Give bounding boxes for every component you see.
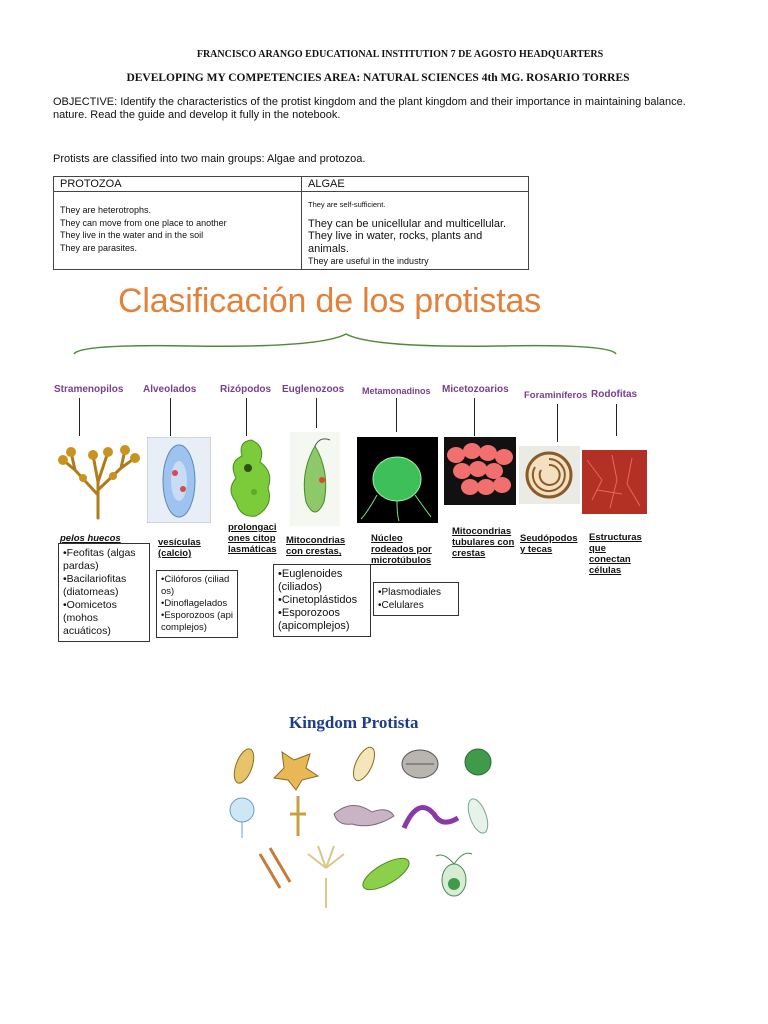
algae-item: They can be unicellular and multicellula… — [308, 217, 507, 230]
box-alveolados: •Cilóforos (ciliados) •Dinoflagelados •E… — [156, 570, 238, 638]
brown-algae-image — [58, 445, 140, 520]
caption-rodofitas: Estructuras que conectan células — [589, 532, 642, 576]
box-item: •Esporozoos (apicomplejos) — [161, 610, 233, 633]
connector-line — [316, 398, 317, 428]
objective-text: OBJECTIVE: Identify the characteristics … — [53, 96, 686, 121]
algae-item: They are self-sufficient. — [308, 200, 386, 209]
group-alveolados: Alveolados — [143, 384, 197, 395]
caption-micetozoarios: Mitocondrias tubulares con crestas — [452, 526, 515, 559]
group-micetozoarios: Micetozoarios — [442, 384, 509, 395]
caption-stramenopilos: pelos huecos — [60, 533, 121, 544]
protist-groups-table: PROTOZOA ALGAE They are heterotrophs. Th… — [53, 176, 529, 270]
caption-metamonadinos: Núcleo rodeados por microtúbulos — [371, 533, 432, 566]
box-euglenozoos: •Euglenoides (ciliados) •Cinetoplástidos… — [273, 564, 371, 637]
connector-line — [396, 398, 397, 432]
connector-line — [170, 398, 171, 436]
group-rizopodos: Rizópodos — [220, 384, 272, 395]
protist-illustrations — [229, 746, 492, 908]
box-item: •Euglenoides (ciliados) — [278, 568, 343, 593]
intro-text: Protists are classified into two main gr… — [53, 153, 366, 165]
caption-foraminiferos: Seudópodos y tecas — [520, 533, 578, 555]
red-algae-image — [582, 450, 647, 514]
connector-line — [246, 398, 247, 436]
group-foraminiferos: Foraminíferos — [524, 390, 588, 401]
caption-alveolados: vesículas (calcio) — [158, 537, 201, 559]
alveolate-image — [147, 437, 211, 523]
box-item: •Cilóforos (ciliados) — [161, 574, 230, 597]
box-item: •Plasmodiales — [378, 587, 441, 598]
group-metamonadinos: Metamonadinos — [362, 386, 431, 396]
protozoa-item: They can move from one place to another — [60, 217, 227, 228]
box-micetozoarios: •Plasmodiales •Celulares — [373, 582, 459, 616]
kingdom-protista-title: Kingdom Protista — [289, 713, 419, 732]
header-protozoa: PROTOZOA — [53, 176, 302, 192]
metamonad-image — [357, 437, 438, 523]
foraminifera-image — [519, 446, 580, 504]
curly-brace — [73, 333, 617, 355]
box-item: •Celulares — [378, 600, 424, 611]
algae-item: They are useful in the industry — [308, 256, 429, 266]
caption-euglenozoos: Mitocondrias con crestas, — [286, 535, 346, 557]
connector-line — [616, 404, 617, 436]
box-item: •Esporozoos (apicomplejos) — [278, 607, 350, 632]
group-stramenopilos: Stramenopilos — [54, 384, 124, 395]
rhizopod-image — [230, 439, 271, 517]
connector-line — [79, 398, 80, 436]
protozoa-item: They are parasites. — [60, 242, 138, 253]
classification-title: Clasificación de los protistas — [118, 282, 541, 320]
group-rodofitas: Rodofitas — [591, 389, 638, 400]
euglenozoan-image — [290, 432, 340, 526]
group-euglenozoos: Euglenozoos — [282, 384, 345, 395]
algae-cell: They are self-sufficient. They can be un… — [301, 191, 529, 270]
header-area: DEVELOPING MY COMPETENCIES AREA: NATURAL… — [126, 72, 630, 84]
algae-item: They live in water, rocks, plants and an… — [308, 230, 483, 255]
box-item: •Oomicetos (mohos acuáticos) — [63, 599, 117, 637]
mycetozoan-image — [444, 437, 516, 505]
box-item: •Dinoflagelados — [161, 598, 228, 609]
protozoa-item: They live in the water and in the soil — [60, 230, 204, 240]
box-stramenopilos: •Feofitas (algas pardas) •Bacilariofitas… — [58, 543, 150, 642]
caption-rizopodos: prolongaciones citoplasmáticas — [228, 522, 277, 555]
connector-line — [557, 404, 558, 442]
header-algae: ALGAE — [301, 176, 529, 192]
header-institution: FRANCISCO ARANGO EDUCATIONAL INSTITUTION… — [196, 49, 604, 60]
box-item: •Feofitas (algas pardas) — [63, 547, 136, 572]
connector-line — [474, 398, 475, 436]
protozoa-item: They are heterotrophs. — [60, 205, 152, 215]
box-item: •Bacilariofitas (diatomeas) — [63, 573, 127, 598]
protozoa-cell: They are heterotrophs. They can move fro… — [53, 191, 302, 270]
box-item: •Cinetoplástidos — [278, 594, 358, 606]
